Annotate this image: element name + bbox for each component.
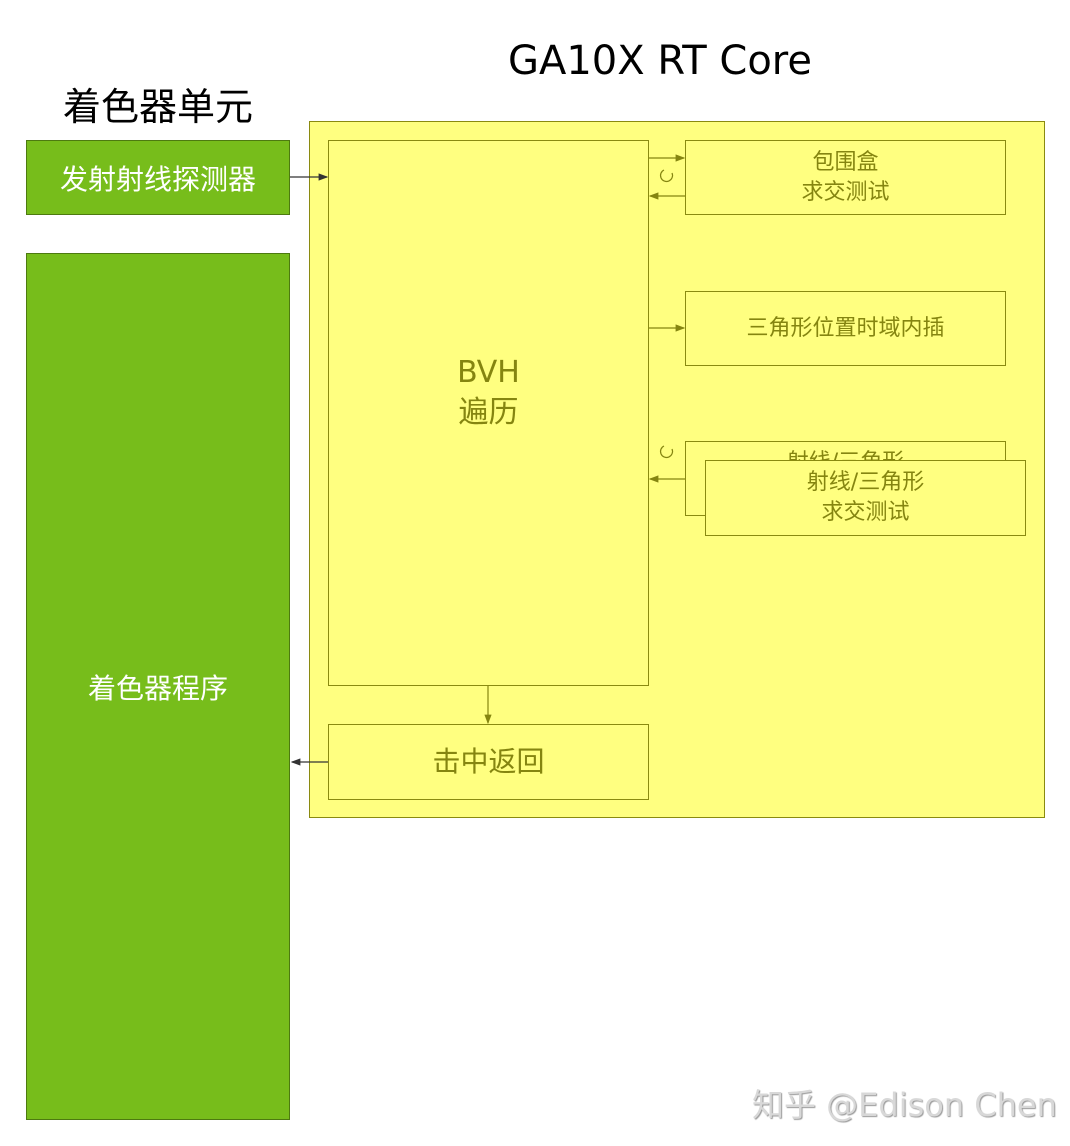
loop-icon bbox=[659, 169, 674, 183]
ray-probe-box: 发射射线探测器 bbox=[26, 140, 290, 215]
bbox-test-sub-label: 求交测试 bbox=[801, 179, 890, 205]
ray-tri-test-label: 射线/三角形 bbox=[806, 470, 925, 495]
bvh-label: BVH bbox=[457, 355, 520, 390]
rt-core-title: GA10X RT Core bbox=[508, 38, 812, 84]
shader-program-box: 着色器程序 bbox=[26, 253, 290, 1120]
loop-icon bbox=[659, 445, 674, 459]
hit-return-box: 击中返回 bbox=[328, 724, 649, 800]
triangle-interp-box: 三角形位置时域内插 bbox=[685, 291, 1006, 366]
watermark: 知乎 @Edison Chen bbox=[752, 1086, 1057, 1124]
bvh-sub-label: 遍历 bbox=[458, 395, 519, 430]
ray-tri-test-sub-label: 求交测试 bbox=[821, 500, 910, 525]
shader-unit-title: 着色器单元 bbox=[62, 85, 253, 129]
bbox-test-box: 包围盒 求交测试 bbox=[685, 140, 1006, 215]
ray-tri-test-box: 射线/三角形 求交测试 bbox=[705, 460, 1026, 536]
bbox-test-label: 包围盒 bbox=[812, 149, 879, 175]
bvh-traversal-box: BVH 遍历 bbox=[328, 140, 649, 686]
